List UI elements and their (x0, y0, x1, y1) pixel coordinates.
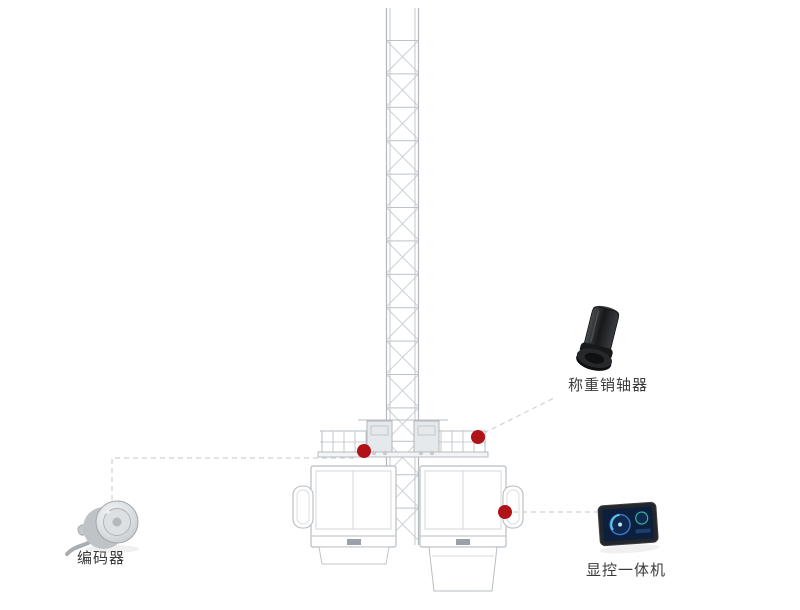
side-pods (292, 485, 524, 529)
cage-roof-structure (317, 419, 489, 458)
label-display-controller: 显控一体机 (586, 561, 667, 579)
label-encoder: 编码器 (77, 549, 126, 567)
leader-line-weighing-pin-sensor (483, 396, 557, 434)
leader-line-encoder (111, 457, 356, 500)
cage-right (419, 465, 507, 592)
encoder-image (65, 500, 139, 556)
marker-weighing-pin-sensor (471, 430, 485, 444)
cage-left (310, 465, 397, 565)
marker-encoder (357, 444, 371, 458)
weighing-pin-sensor-image (576, 305, 620, 371)
label-weighing-pin-sensor: 称重销轴器 (568, 376, 649, 394)
marker-display-controller (498, 505, 512, 519)
display-controller-image (597, 501, 660, 554)
tower-mast (385, 8, 420, 545)
